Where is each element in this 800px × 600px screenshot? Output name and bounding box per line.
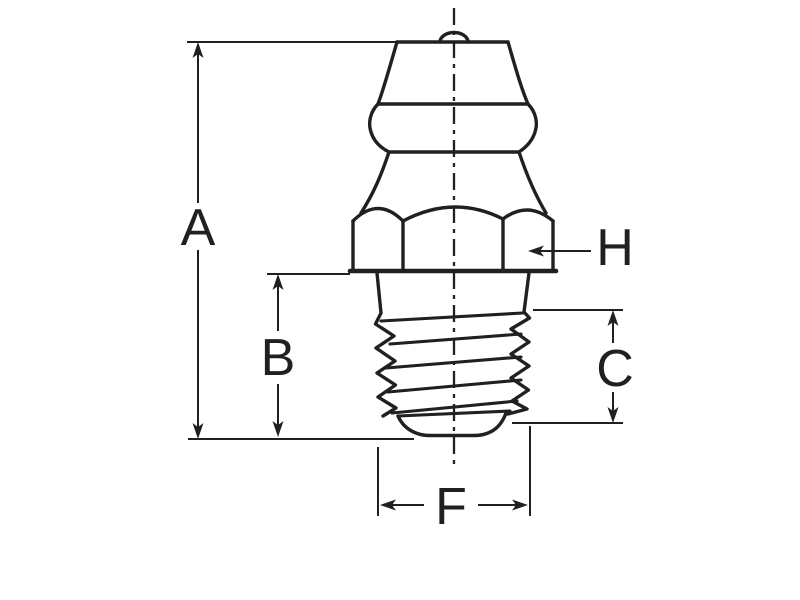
ball-bulge-right: [517, 102, 538, 154]
arrowhead-down-icon: [272, 421, 284, 437]
dimension-a: A: [181, 41, 414, 440]
arrowhead-right-icon: [512, 499, 528, 511]
arrowhead-left-icon: [528, 245, 544, 257]
cap-right-edge: [506, 40, 530, 106]
shank-left-edge-thread-zigzag: [373, 271, 398, 418]
arrowhead-down-icon: [607, 407, 619, 423]
thread-crest-line-5: [390, 399, 519, 415]
shank-tip-chamfer: [396, 411, 508, 438]
arrowhead-up-icon: [192, 42, 204, 58]
neck-flare-left: [359, 150, 391, 215]
hex-crown-arc-right: [501, 208, 555, 223]
dimension-label-b: B: [261, 329, 296, 387]
arrowhead-down-icon: [192, 423, 204, 439]
dimension-f: F: [377, 426, 531, 536]
hex-nut: [347, 205, 559, 274]
dimension-label-c: C: [596, 340, 634, 398]
thread-crest-line-3: [384, 355, 523, 370]
dimension-label-a: A: [181, 199, 216, 257]
cap-left-edge: [376, 40, 399, 106]
dimension-b: B: [261, 273, 350, 437]
thread-end-line: [396, 409, 512, 418]
fitting-body: [359, 30, 548, 215]
dimension-c: C: [512, 309, 634, 424]
neck-flare-right: [517, 150, 548, 215]
dimension-h: H: [528, 219, 634, 277]
ball-check-dome: [438, 30, 470, 44]
arrowhead-left-icon: [380, 499, 396, 511]
hex-crown-arc-center: [401, 205, 505, 223]
hex-crown-arc-left: [351, 206, 405, 223]
arrowhead-up-icon: [607, 310, 619, 326]
dimension-label-h: H: [596, 219, 634, 277]
thread-crest-line-4: [386, 378, 523, 394]
ball-bulge-left: [368, 102, 391, 154]
thread-crest-line-2: [388, 332, 523, 346]
threaded-shank: [373, 271, 532, 438]
arrowhead-up-icon: [272, 274, 284, 290]
dimension-label-f: F: [435, 478, 467, 536]
shank-right-edge-thread-zigzag: [506, 271, 532, 416]
thread-crest-line-1: [379, 311, 525, 323]
